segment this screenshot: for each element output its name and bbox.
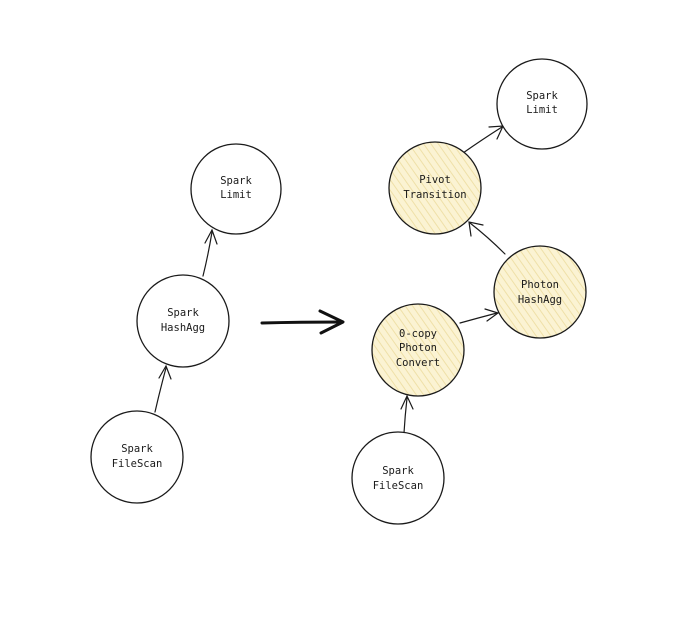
right-edge-pivot-to-limit — [462, 125, 504, 154]
right-edge-photon-hashagg-to-pivot — [468, 221, 506, 255]
right-node-photon-hashagg-line-1: Photon — [521, 279, 559, 291]
left-node-spark-filescan: Spark FileScan — [90, 410, 184, 504]
right-node-spark-filescan-line-1: Spark — [382, 465, 414, 477]
left-node-spark-filescan-line-2: FileScan — [112, 458, 163, 470]
right-node-pivot-transition-line-1: Pivot — [419, 174, 451, 186]
left-node-spark-limit: Spark Limit — [190, 143, 282, 235]
left-node-spark-limit-line-2: Limit — [220, 189, 252, 201]
right-node-spark-limit: Spark Limit — [496, 58, 588, 150]
right-edge-filescan-to-convert — [400, 394, 414, 434]
left-node-spark-hashagg-line-2: HashAgg — [161, 322, 205, 334]
right-node-zero-copy-convert-line-3: Convert — [396, 357, 440, 369]
transformation-arrow — [260, 309, 345, 335]
right-node-zero-copy-convert: 0-copy Photon Convert — [371, 303, 465, 397]
left-node-spark-hashagg-line-1: Spark — [167, 307, 199, 319]
right-node-pivot-transition: Pivot Transition — [388, 141, 482, 235]
left-node-spark-hashagg: Spark HashAgg — [136, 274, 230, 368]
left-edge-filescan-to-hashagg — [154, 364, 172, 413]
right-node-pivot-transition-line-2: Transition — [403, 189, 466, 201]
left-node-spark-limit-line-1: Spark — [220, 175, 252, 187]
right-node-photon-hashagg-line-2: HashAgg — [518, 294, 562, 306]
right-node-spark-limit-line-1: Spark — [526, 90, 558, 102]
right-node-photon-hashagg: Photon HashAgg — [493, 245, 587, 339]
right-node-spark-filescan-line-2: FileScan — [373, 480, 424, 492]
right-node-zero-copy-convert-line-1: 0-copy — [399, 328, 437, 340]
right-node-zero-copy-convert-line-2: Photon — [399, 342, 437, 354]
right-node-spark-filescan: Spark FileScan — [351, 431, 445, 525]
right-node-spark-limit-line-2: Limit — [526, 104, 558, 116]
left-node-spark-filescan-line-1: Spark — [121, 443, 153, 455]
left-edge-hashagg-to-limit — [202, 228, 218, 277]
right-edge-convert-to-photon-hashagg — [459, 308, 500, 324]
